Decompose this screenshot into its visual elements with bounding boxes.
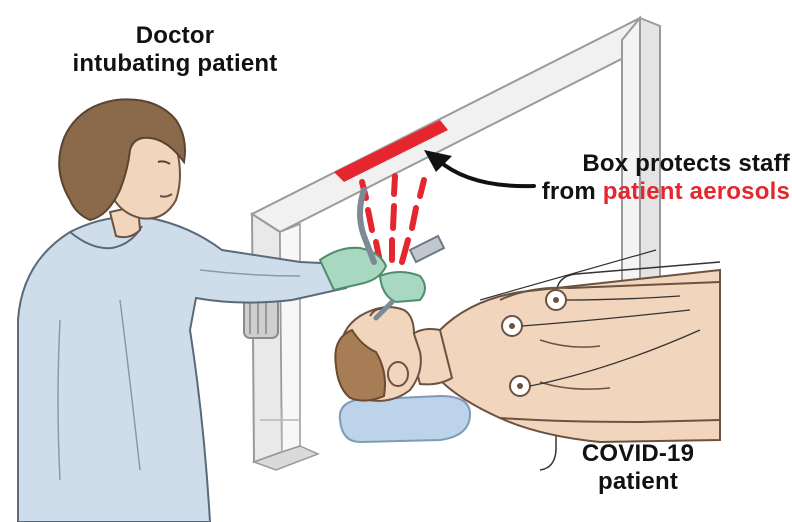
label-covid-line1: COVID-19 <box>548 440 728 468</box>
label-doctor-line1: Doctor <box>60 22 290 50</box>
pillow <box>340 396 470 442</box>
label-covid-patient: COVID-19 patient <box>548 440 728 497</box>
label-covid-line2: patient <box>548 468 728 496</box>
electrode-icon <box>546 290 566 310</box>
label-doctor-line2: intubating patient <box>60 50 290 78</box>
label-box-line2-prefix: from <box>542 178 603 205</box>
label-box-line2-highlight: patient aerosols <box>603 178 790 205</box>
label-box-protects: Box protects staff from patient aerosols <box>498 150 790 207</box>
label-doctor: Doctor intubating patient <box>60 22 290 79</box>
label-box-line1: Box protects staff <box>498 150 790 178</box>
electrode-icon <box>510 376 530 396</box>
label-box-line2: from patient aerosols <box>498 178 790 206</box>
doctor-glove-right <box>380 272 425 302</box>
electrode-icon <box>502 316 522 336</box>
